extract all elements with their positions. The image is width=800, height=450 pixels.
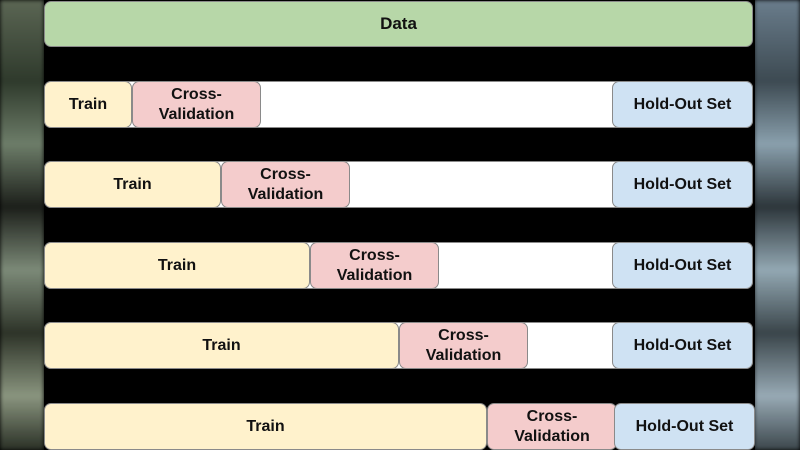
- cross-validation-segment: Cross- Validation: [132, 81, 261, 128]
- split-row-2: Train Cross- Validation Hold-Out Set: [44, 161, 755, 208]
- holdout-segment: Hold-Out Set: [612, 242, 753, 289]
- split-row-1: Train Cross- Validation Hold-Out Set: [44, 81, 755, 128]
- train-segment: Train: [44, 242, 310, 289]
- data-block: Data: [44, 1, 753, 47]
- holdout-segment: Hold-Out Set: [612, 81, 753, 128]
- train-segment: Train: [44, 161, 221, 208]
- split-row-4: Train Cross- Validation Hold-Out Set: [44, 322, 755, 369]
- train-segment: Train: [44, 322, 399, 369]
- holdout-segment: Hold-Out Set: [614, 403, 755, 450]
- right-blurred-edge: [754, 0, 800, 450]
- split-row-5: Train Cross- Validation Hold-Out Set: [44, 403, 755, 450]
- holdout-segment: Hold-Out Set: [612, 161, 753, 208]
- cross-validation-segment: Cross- Validation: [221, 161, 350, 208]
- split-row-3: Train Cross- Validation Hold-Out Set: [44, 242, 755, 289]
- train-segment: Train: [44, 403, 487, 450]
- train-segment: Train: [44, 81, 132, 128]
- left-blurred-edge: [0, 0, 44, 450]
- data-split-diagram: Data Train Cross- Validation Hold-Out Se…: [44, 0, 755, 450]
- holdout-segment: Hold-Out Set: [612, 322, 753, 369]
- cross-validation-segment: Cross- Validation: [399, 322, 528, 369]
- cross-validation-segment: Cross- Validation: [487, 403, 617, 450]
- cross-validation-segment: Cross- Validation: [310, 242, 439, 289]
